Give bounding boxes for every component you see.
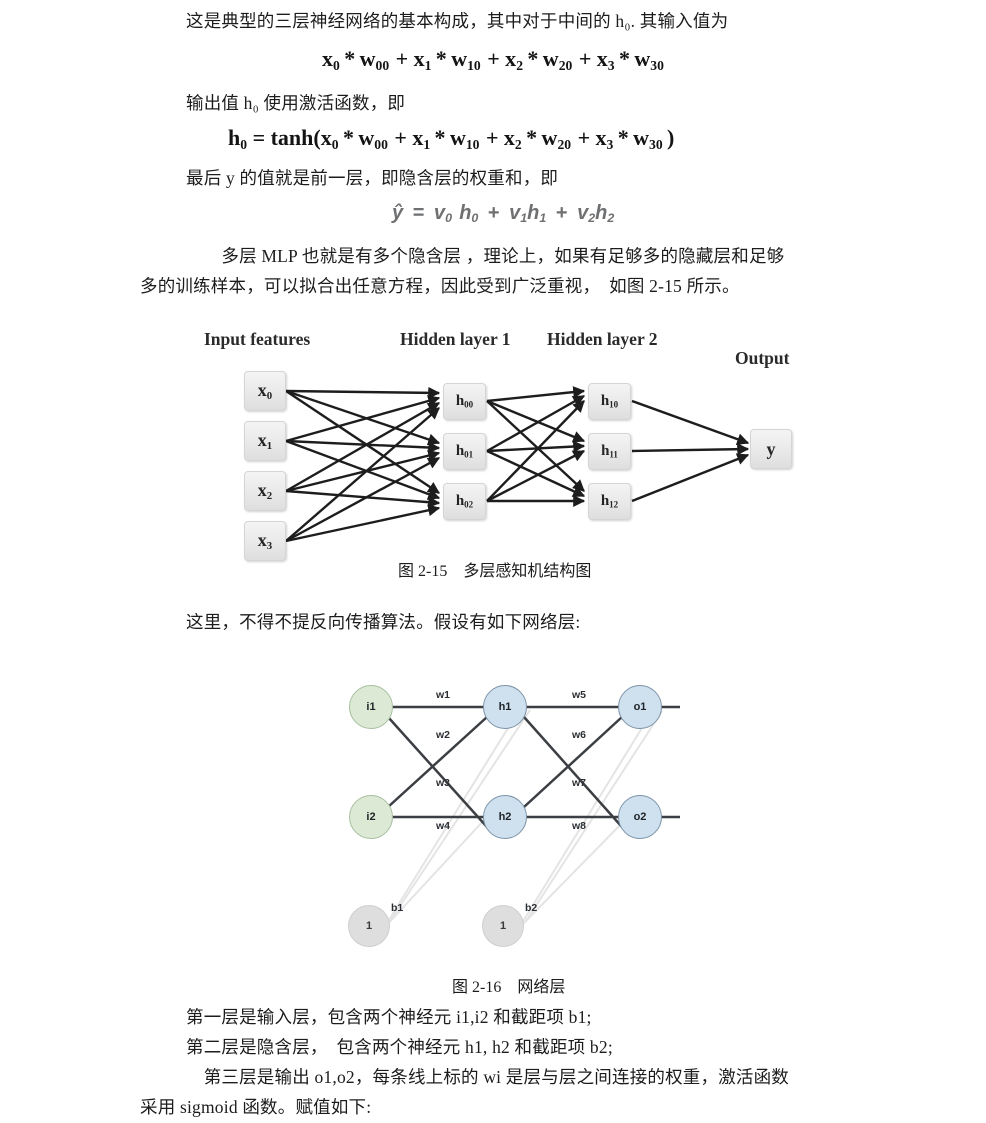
- netlayer-label-b2: b2: [525, 902, 538, 914]
- mlp-node-y: y: [750, 429, 792, 469]
- mlp-node-h12-label: h12: [600, 493, 619, 510]
- netlayer-node-o2: o2: [618, 795, 662, 839]
- netlayer-weight-w1: w1: [436, 689, 451, 701]
- mlp-label-hidden-layer-2: Hidden layer 2: [547, 329, 658, 349]
- paragraph-backprop: 这里，不得不提反向传播算法。假设有如下网络层:: [186, 612, 581, 632]
- formula-tanh-activation: h0 = tanh(x0 * w00 + x1 * w10 + x2 * w20…: [228, 125, 674, 153]
- mlp-node-x2-label: x2: [257, 479, 273, 503]
- formula-3-content: ŷ = v0 h0 + v1h1 + v2h2: [392, 202, 615, 226]
- netlayer-weight-w3: w3: [436, 777, 451, 789]
- layer-edges: [387, 705, 680, 828]
- paragraph-layer-one: 第一层是输入层，包含两个神经元 i1,i2 和截距项 b1;: [186, 1007, 592, 1027]
- mlp-node-h10: h10: [588, 383, 631, 420]
- mlp-node-x1-label: x1: [257, 429, 273, 453]
- mlp-label-hidden-layer-1: Hidden layer 1: [400, 329, 511, 349]
- netlayer-weight-w2: w2: [436, 729, 451, 741]
- paragraph-mlp-line2: 多的训练样本，可以拟合出任意方程，因此受到广泛重视， 如图 2-15 所示。: [140, 276, 740, 296]
- netlayer-node-i1-label: i1: [366, 701, 376, 713]
- mlp-node-h00: h00: [443, 383, 486, 420]
- mlp-label-input-features: Input features: [204, 329, 311, 349]
- mlp-node-h01-label: h01: [455, 443, 474, 460]
- bias-edges: [384, 709, 663, 928]
- paragraph-mlp-line1: 多层 MLP 也就是有多个隐含层 ，理论上，如果有足够多的隐藏层和足够: [186, 246, 785, 266]
- netlayer-connections: [384, 705, 680, 928]
- netlayer-node-bias-2: 1: [482, 905, 524, 947]
- netlayer-weight-w6: w6: [572, 729, 587, 741]
- paragraph-layer-three-line2: 采用 sigmoid 函数。赋值如下:: [140, 1097, 372, 1117]
- mlp-node-x0-label: x0: [257, 379, 273, 403]
- formula-2-content: h0 = tanh(x0 * w00 + x1 * w10 + x2 * w20…: [228, 125, 675, 152]
- netlayer-node-bias-2-value: 1: [499, 920, 507, 932]
- paragraph-output-sum: 最后 y 的值就是前一层，即隐含层的权重和，即: [186, 168, 559, 188]
- netlayer-node-h1: h1: [483, 685, 527, 729]
- netlayer-node-h2-label: h2: [498, 811, 512, 823]
- netlayer-node-o2-label: o2: [633, 811, 647, 823]
- netlayer-node-i1: i1: [349, 685, 393, 729]
- figure-network-layers: i1 i2 h1 h2 o1 o2 1 1 b1 b2 w1 w2: [330, 665, 700, 955]
- mlp-node-h11-label: h11: [601, 443, 618, 460]
- mlp-node-h02: h02: [443, 483, 486, 520]
- netlayer-node-i2: i2: [349, 795, 393, 839]
- mlp-node-h02-label: h02: [455, 493, 474, 510]
- mlp-node-x3: x3: [244, 521, 286, 561]
- paragraph-layer-three-line1: 第三层是输出 o1,o2，每条线上标的 wi 是层与层之间连接的权重，激活函数: [186, 1067, 789, 1087]
- formula-1-content: x0 * w00 + x1 * w10 + x2 * w20 + x3 * w3…: [322, 46, 664, 73]
- netlayer-node-bias-1: 1: [348, 905, 390, 947]
- paragraph-activation: 输出值 h₀ 使用激活函数，即: [186, 93, 406, 113]
- netlayer-node-h2: h2: [483, 795, 527, 839]
- mlp-connections: [285, 386, 750, 543]
- formula-weighted-sum: x0 * w00 + x1 * w10 + x2 * w20 + x3 * w3…: [322, 46, 664, 74]
- mlp-node-h01: h01: [443, 433, 486, 470]
- mlp-node-h00-label: h00: [455, 393, 474, 410]
- netlayer-node-bias-1-value: 1: [365, 920, 373, 932]
- caption-figure-2-16: 图 2-16 网络层: [452, 979, 566, 996]
- netlayer-label-b1: b1: [391, 902, 404, 914]
- mlp-node-x0: x0: [244, 371, 286, 411]
- figure-mlp-architecture: Input features Hidden layer 1 Hidden lay…: [190, 325, 810, 561]
- netlayer-node-h1-label: h1: [498, 701, 512, 713]
- mlp-label-output: Output: [735, 348, 790, 368]
- netlayer-weight-w7: w7: [572, 777, 587, 789]
- netlayer-node-i2-label: i2: [366, 811, 376, 823]
- mlp-node-x3-label: x3: [257, 529, 273, 553]
- netlayer-weight-w8: w8: [572, 820, 587, 832]
- mlp-node-x1: x1: [244, 421, 286, 461]
- paragraph-layer-two: 第二层是隐含层， 包含两个神经元 h1, h2 和截距项 b2;: [186, 1037, 613, 1057]
- formula-yhat: ŷ = v0 h0 + v1h1 + v2h2: [392, 202, 614, 225]
- paragraph-intro: 这是典型的三层神经网络的基本构成，其中对于中间的 h₀. 其输入值为: [186, 11, 729, 31]
- mlp-node-h11: h11: [588, 433, 631, 470]
- netlayer-weight-w5: w5: [572, 689, 587, 701]
- mlp-node-h10-label: h10: [600, 393, 619, 410]
- netlayer-weight-w4: w4: [436, 820, 451, 832]
- mlp-node-h12: h12: [588, 483, 631, 520]
- netlayer-node-o1-label: o1: [633, 701, 647, 713]
- netlayer-node-o1: o1: [618, 685, 662, 729]
- mlp-node-y-label: y: [766, 438, 776, 459]
- caption-figure-2-15: 图 2-15 多层感知机结构图: [398, 563, 592, 580]
- mlp-node-x2: x2: [244, 471, 286, 511]
